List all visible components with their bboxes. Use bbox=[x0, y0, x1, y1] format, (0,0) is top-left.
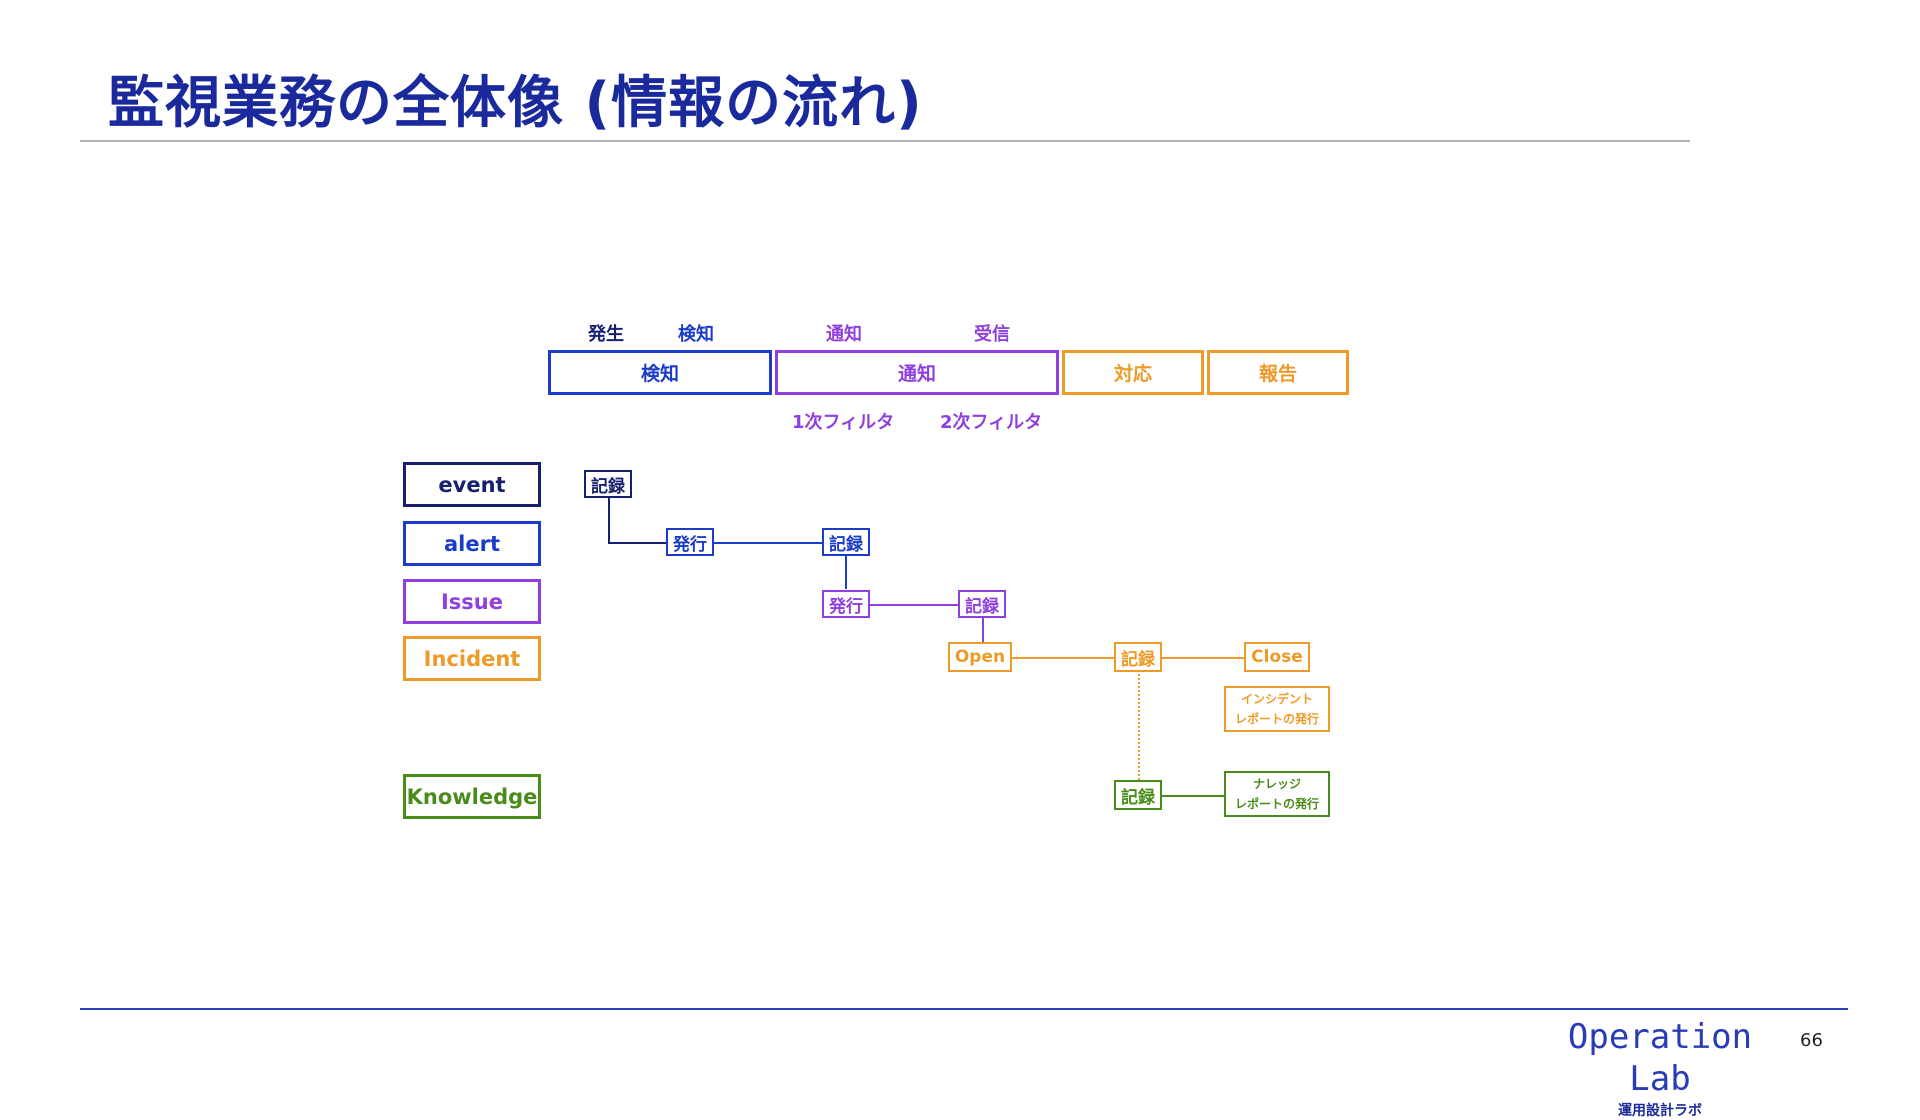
phase-label-occurrence: 発生 bbox=[588, 324, 624, 345]
knowledge-report-node: ナレッジ レポートの発行 bbox=[1224, 771, 1330, 817]
brand-name: Operation Lab bbox=[1567, 1017, 1753, 1099]
legend-knowledge: Knowledge bbox=[403, 774, 541, 819]
connector-issue-to-record bbox=[870, 604, 960, 606]
incident-record-node: 記録 bbox=[1114, 642, 1162, 672]
event-record-node: 記録 bbox=[584, 470, 632, 498]
connector-knowledge-record-to-report bbox=[1162, 795, 1226, 797]
filter-label-first: 1次フィルタ bbox=[792, 412, 895, 433]
legend-incident: Incident bbox=[403, 636, 541, 681]
connector-open-to-record bbox=[1012, 657, 1116, 659]
brand-subtitle: 運用設計ラボ bbox=[1618, 1103, 1702, 1119]
knowledge-report-line-2: レポートの発行 bbox=[1234, 797, 1319, 811]
connector-event-to-alert bbox=[608, 542, 666, 544]
connector-issue-record-down bbox=[982, 616, 984, 642]
incident-report-line-1: インシデント bbox=[1240, 692, 1313, 706]
brand-logo: Operation Lab 運用設計ラボ bbox=[1530, 1016, 1790, 1120]
phase-label-detect: 検知 bbox=[678, 324, 714, 345]
phase-label-notify: 通知 bbox=[826, 324, 862, 345]
phase-box-respond: 対応 bbox=[1062, 350, 1204, 395]
page-number: 66 bbox=[1800, 1030, 1823, 1051]
knowledge-record-node: 記録 bbox=[1114, 780, 1162, 810]
connector-event-down bbox=[608, 498, 610, 543]
incident-report-node: インシデント レポートの発行 bbox=[1224, 686, 1330, 732]
alert-record-node: 記録 bbox=[822, 528, 870, 556]
issue-record-node: 記録 bbox=[958, 590, 1006, 618]
page-title: 監視業務の全体像 (情報の流れ) bbox=[108, 71, 923, 136]
phase-box-detect: 検知 bbox=[548, 350, 772, 395]
incident-report-line-2: レポートの発行 bbox=[1234, 712, 1319, 726]
alert-issue-node: 発行 bbox=[666, 528, 714, 556]
legend-issue: Issue bbox=[403, 579, 541, 624]
legend-alert: alert bbox=[403, 521, 541, 566]
incident-open-node: Open bbox=[948, 642, 1012, 672]
footer-divider bbox=[80, 1008, 1848, 1010]
phase-box-notify: 通知 bbox=[775, 350, 1059, 395]
filter-label-second: 2次フィルタ bbox=[940, 412, 1043, 433]
phase-label-receive: 受信 bbox=[974, 324, 1010, 345]
phase-box-report: 報告 bbox=[1207, 350, 1349, 395]
title-divider bbox=[80, 140, 1690, 142]
legend-event: event bbox=[403, 462, 541, 507]
issue-issue-node: 発行 bbox=[822, 590, 870, 618]
connector-incident-to-knowledge-dotted bbox=[1138, 670, 1140, 780]
connector-record-to-close bbox=[1162, 657, 1244, 659]
knowledge-report-line-1: ナレッジ bbox=[1252, 777, 1301, 791]
incident-close-node: Close bbox=[1244, 642, 1310, 672]
connector-alert-record-down bbox=[845, 554, 847, 589]
connector-alert-issue-to-record bbox=[714, 542, 824, 544]
